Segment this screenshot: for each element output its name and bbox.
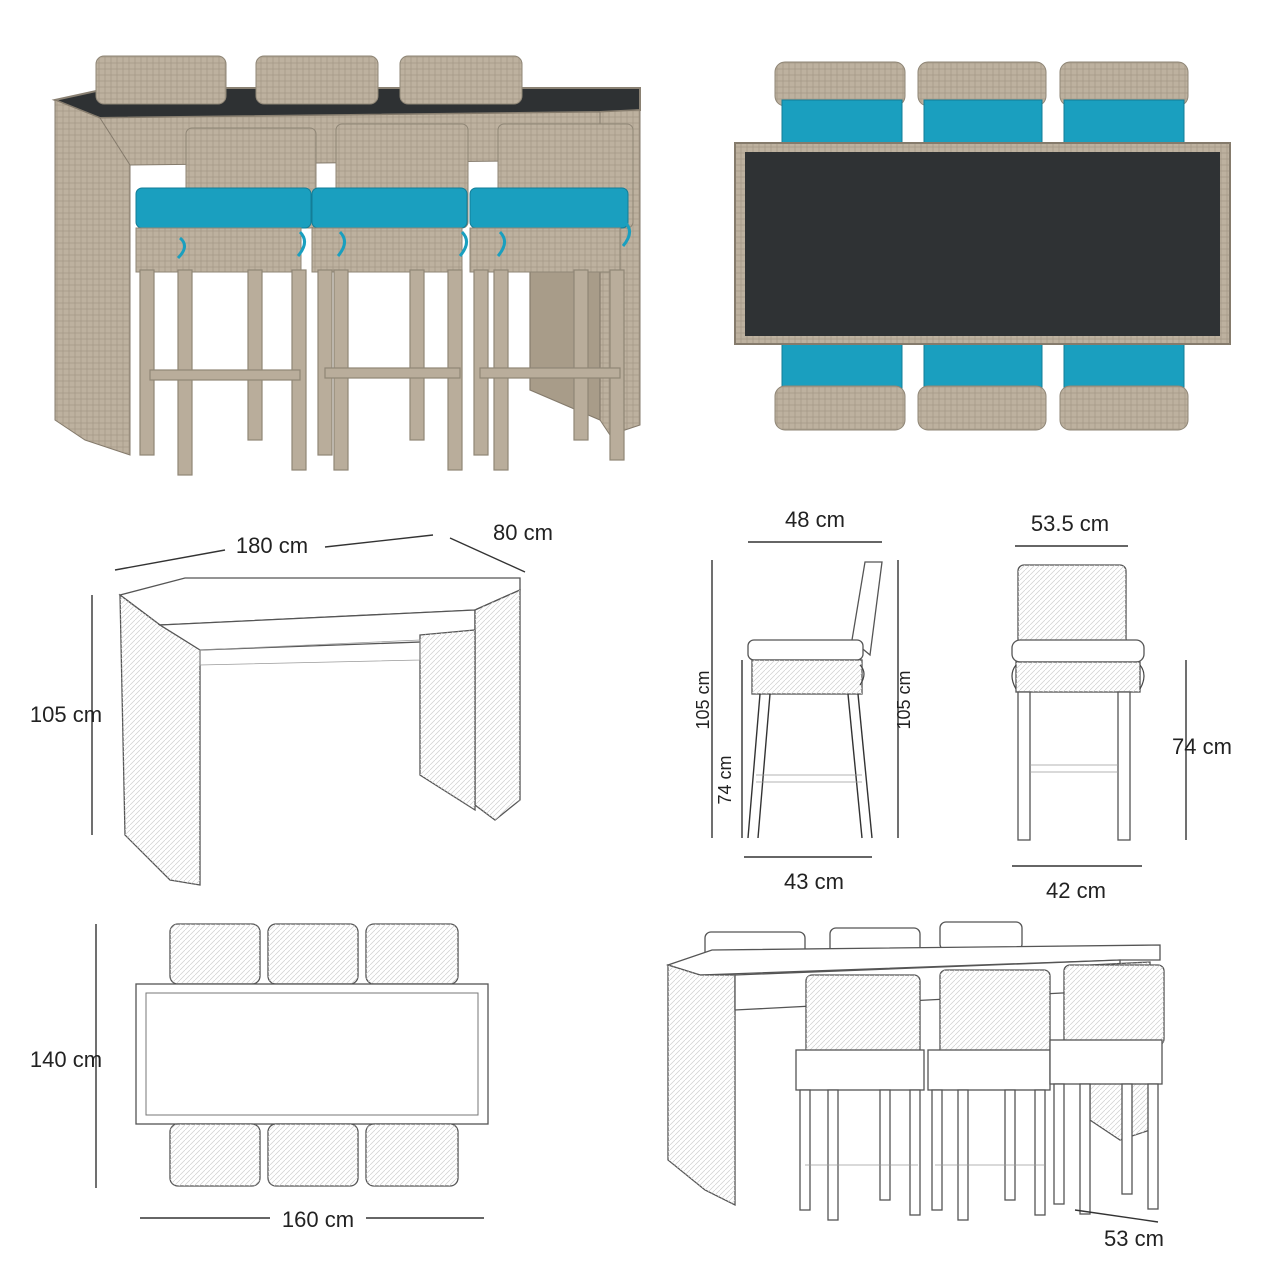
chair-back [399,55,523,105]
table-left-panel [54,99,131,456]
chair-side-drawing [747,561,883,839]
dim-chair-front-base-width: 42 cm [1046,878,1106,903]
table-dimension-lines [91,534,526,835]
dim-set-top-depth: 140 cm [30,1047,102,1072]
set-persp-dimension-lines [1074,1209,1159,1223]
dim-table-length: 180 cm [236,533,308,558]
persp-chair-1 [795,974,925,1221]
dim-chair-front-width: 53.5 cm [1031,511,1109,536]
set-perspective-drawing [665,921,1165,1221]
chair-front-dimension-lines [1012,545,1187,867]
front-chair-3 [469,123,634,471]
dim-chair-side-height-left: 105 cm [693,670,713,729]
chair-back [255,55,379,105]
render-perspective-set [51,55,641,476]
set-top-dimension-lines [95,924,484,1219]
top-chairs-lower [774,339,1189,431]
render-top-view [734,61,1231,431]
front-chair-1 [135,127,317,476]
persp-chair-2 [927,969,1051,1221]
dim-chair-side-base-depth: 43 cm [784,869,844,894]
dim-chair-side-height-right: 105 cm [894,670,914,729]
chair-back [95,55,227,105]
dim-table-height: 105 cm [30,702,102,727]
dim-table-depth: 80 cm [493,520,553,545]
chair-side-dimension-lines [711,541,899,858]
set-top-drawing [135,923,489,1187]
chair-front-drawing [1011,564,1145,841]
dim-chair-side-depth: 48 cm [785,507,845,532]
table-line-drawing [118,577,521,886]
top-table-glass [745,152,1220,336]
front-chair-2 [311,123,469,471]
dim-chair-front-seat-height: 74 cm [1172,734,1232,759]
dim-set-persp-chair-depth: 53 cm [1104,1226,1164,1251]
dim-set-top-length: 160 cm [282,1207,354,1232]
persp-chair-3 [1049,964,1165,1215]
top-chairs-upper [774,61,1189,147]
dim-chair-side-seat-height: 74 cm [715,755,735,804]
